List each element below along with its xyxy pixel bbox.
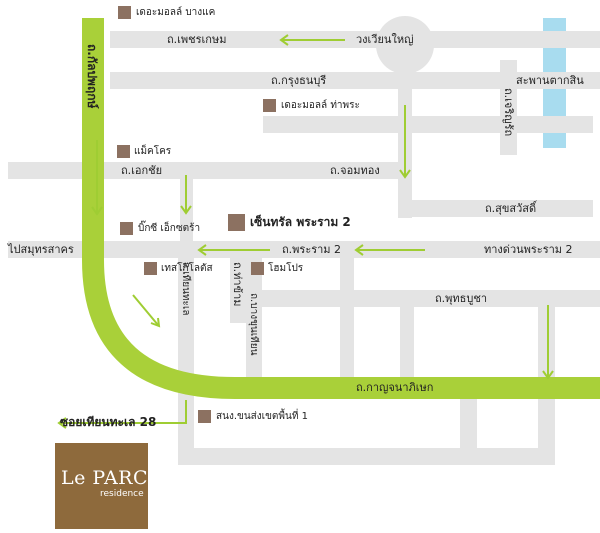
label-taksin-bridge: สะพานตากสิน bbox=[516, 74, 584, 87]
road-suksawat bbox=[398, 200, 593, 217]
label-chom-thong: ถ.จอมทอง bbox=[330, 164, 380, 177]
arrow-icon bbox=[197, 244, 270, 256]
road-vertical-5 bbox=[460, 397, 477, 465]
label-kanchanaphisek: ถ.กาญจนาภิเษก bbox=[356, 381, 434, 394]
label-ekkachai: ถ.เอกชัย bbox=[121, 164, 163, 177]
arrow-icon bbox=[132, 294, 161, 328]
arrow-icon bbox=[542, 305, 554, 380]
label-bangkhuntian: ถ.บางขุนเทียน bbox=[248, 293, 260, 356]
road-rama2 bbox=[8, 241, 600, 258]
arrow-icon bbox=[57, 400, 187, 429]
label-central-rama2: เซ็นทรัล พระราม 2 bbox=[250, 215, 351, 229]
logo-main-text: Le PARC bbox=[61, 467, 149, 489]
road-ekkachai-chomthong bbox=[8, 162, 408, 179]
place-marker-central-rama2 bbox=[228, 214, 245, 231]
arrow-icon bbox=[180, 175, 192, 215]
label-wongwian-yai: วงเวียนใหญ่ bbox=[356, 33, 414, 46]
road-thapra bbox=[263, 116, 593, 133]
le-parc-logo: Le PARC residence bbox=[55, 443, 148, 529]
road-tienthale bbox=[178, 258, 194, 465]
place-marker-homepro bbox=[251, 262, 264, 275]
road-phutthabucha bbox=[230, 290, 600, 307]
label-tesco-lotus: เทสโก้โลตัส bbox=[161, 263, 213, 274]
label-homepro: โฮมโปร bbox=[268, 263, 304, 274]
label-charoenrat: ถ.เจริญรัถ bbox=[502, 88, 515, 136]
road-bangkhuntian bbox=[246, 258, 262, 388]
label-rama2-expressway: ทางด่วนพระราม 2 bbox=[484, 243, 573, 256]
road-network bbox=[8, 31, 600, 465]
place-marker-big-c bbox=[120, 222, 133, 235]
arrow-icon bbox=[354, 244, 425, 256]
label-rama2: ถ.พระราม 2 bbox=[282, 243, 342, 256]
road-vertical-3 bbox=[400, 300, 414, 380]
label-soi-tienthale28: ซอยเทียนทะเล 28 bbox=[60, 415, 157, 429]
road-charoenrat bbox=[500, 60, 517, 155]
road-thakham bbox=[230, 258, 246, 323]
label-phetkasem: ถ.เพชรเกษม bbox=[167, 33, 227, 46]
label-mall-thapra: เดอะมอลล์ ท่าพระ bbox=[281, 100, 360, 111]
label-big-c: บิ๊กซี เอ็กซตร้า bbox=[138, 223, 201, 234]
arrow-icon bbox=[279, 34, 345, 46]
label-bus-terminal: สนง.ขนส่งเขตพื้นที่ 1 bbox=[216, 411, 308, 422]
label-phutthabucha: ถ.พุทธบูชา bbox=[435, 292, 487, 305]
road-krung-thon-buri bbox=[110, 72, 600, 89]
label-suksawat: ถ.สุขสวัสดิ์ bbox=[485, 202, 537, 215]
label-tienthale: ถ.เทียนทะเล bbox=[180, 262, 192, 315]
route-kanlapaphruek-kanchanaphisek bbox=[82, 18, 600, 399]
place-marker-makro bbox=[117, 145, 130, 158]
label-makro: แม็คโคร bbox=[134, 146, 172, 157]
road-phetkasem bbox=[110, 31, 600, 48]
label-thakham: ถ.ท่าข้าม bbox=[231, 262, 244, 307]
place-marker-bus-terminal bbox=[198, 410, 211, 423]
label-krung-thon-buri: ถ.กรุงธนบุรี bbox=[271, 74, 327, 87]
place-marker-mall-bangkhae bbox=[118, 6, 131, 19]
logo-sub-text: residence bbox=[100, 489, 144, 499]
arrow-icon bbox=[91, 140, 103, 216]
direction-arrows bbox=[57, 34, 554, 429]
road-bottom bbox=[178, 448, 555, 465]
arrow-icon bbox=[399, 105, 411, 179]
place-marker-tesco-lotus bbox=[144, 262, 157, 275]
wongwian-yai-roundabout bbox=[376, 16, 434, 74]
place-marker-mall-thapra bbox=[263, 99, 276, 112]
road-vertical-2 bbox=[340, 258, 354, 378]
label-to-samut-sakhon: ไปสมุทรสาคร bbox=[8, 243, 74, 256]
label-kanlapaphruek: ถ.กัลปพฤกษ์ bbox=[85, 44, 99, 109]
label-mall-bangkhae: เดอะมอลล์ บางแค bbox=[136, 7, 216, 18]
